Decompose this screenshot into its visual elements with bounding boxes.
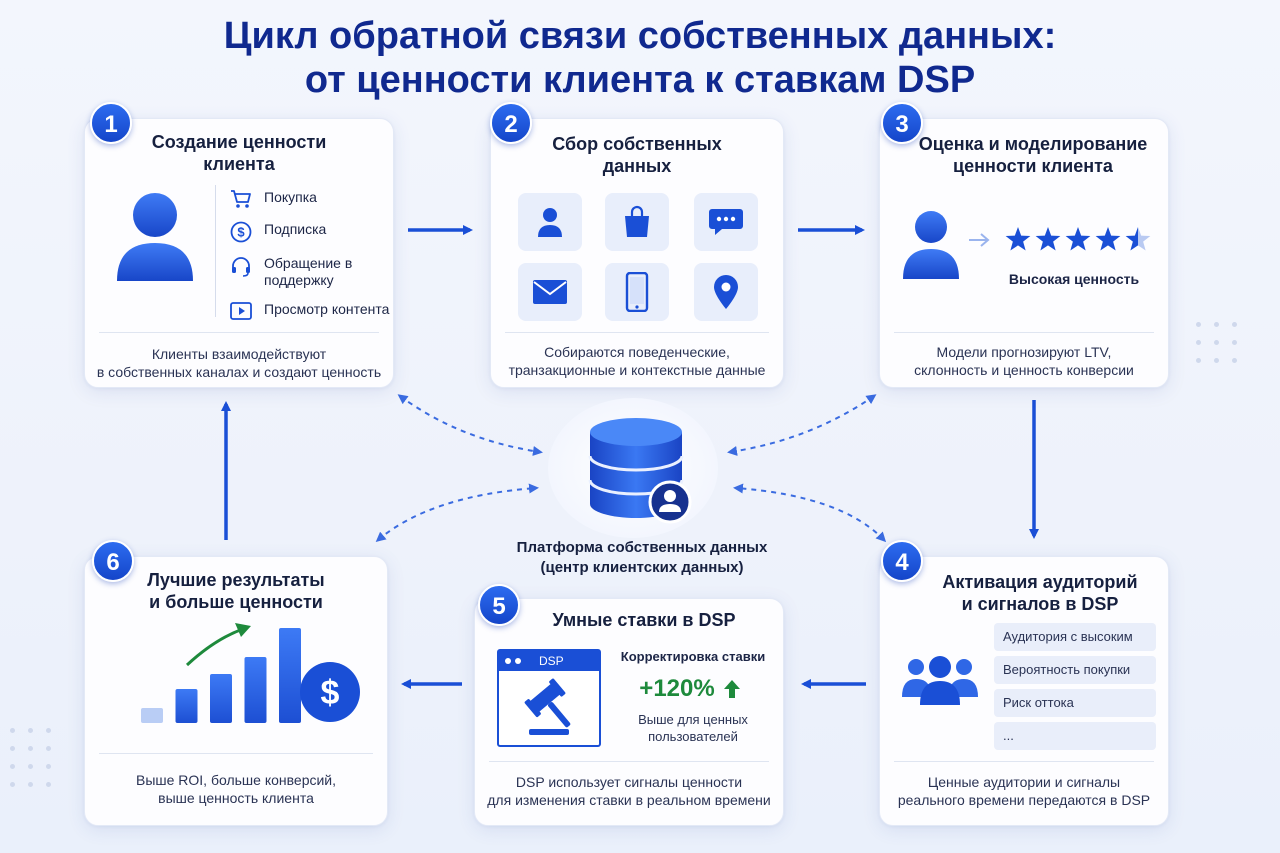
bid-adjust-label: Корректировка ставки bbox=[620, 649, 766, 664]
step-badge-1: 1 bbox=[90, 102, 132, 144]
customer-avatar-icon bbox=[117, 193, 193, 281]
tile-location bbox=[694, 263, 758, 321]
step-2-description: Собираются поведенческие, транзакционные… bbox=[508, 344, 766, 378]
step-card-1: Создание ценности клиента Покупка $ Подп… bbox=[84, 118, 394, 388]
star-icon bbox=[1065, 227, 1091, 251]
title-line-2: от ценности клиента к ставкам DSP bbox=[304, 59, 976, 101]
audience-group-icon bbox=[902, 656, 978, 705]
bid-adjust-value: +120% bbox=[625, 675, 755, 703]
svg-text:$: $ bbox=[237, 225, 245, 240]
chat-icon bbox=[709, 209, 743, 235]
location-pin-icon bbox=[714, 275, 738, 309]
page-title: Цикл обратной связи собственных данных: … bbox=[0, 14, 1280, 102]
user-icon bbox=[538, 208, 562, 237]
step-card-5: Умные ставки в DSP DSP Корректировка ста… bbox=[474, 598, 784, 826]
arrow-up-icon bbox=[723, 680, 740, 698]
hub-link-3 bbox=[727, 394, 877, 456]
tile-bag bbox=[605, 193, 669, 251]
star-icon bbox=[1125, 227, 1151, 251]
step-3-title: Оценка и моделирование ценности клиента bbox=[918, 134, 1148, 176]
cart-icon bbox=[231, 190, 251, 208]
play-icon bbox=[230, 302, 252, 320]
svg-text:$: $ bbox=[321, 674, 340, 712]
step-badge-2: 2 bbox=[490, 102, 532, 144]
step-5-title: Умные ставки в DSP bbox=[552, 610, 736, 630]
dsp-window-label: DSP bbox=[539, 654, 564, 668]
tile-chat bbox=[694, 193, 758, 251]
step-6-description: Выше ROI, больше конверсий, выше ценност… bbox=[135, 772, 337, 806]
tile-phone bbox=[605, 263, 669, 321]
gavel-icon bbox=[524, 678, 571, 735]
tile-user bbox=[518, 193, 582, 251]
hub-link-6 bbox=[375, 483, 539, 542]
rating-label: Высокая ценность bbox=[1008, 271, 1140, 287]
step-3-description: Модели прогнозируют LTV, склонность и це… bbox=[914, 344, 1134, 378]
growth-bar bbox=[244, 657, 267, 723]
smartphone-icon bbox=[625, 272, 649, 312]
database-user-icon bbox=[588, 418, 692, 524]
signal-chip-more: ... bbox=[994, 722, 1156, 750]
step-2-title: Сбор собственных данных bbox=[552, 134, 722, 176]
hub-link-1 bbox=[397, 394, 543, 456]
list-item: Обращение в поддержку bbox=[230, 255, 390, 289]
dollar-circle-icon: $ bbox=[230, 221, 252, 243]
step-card-3: Оценка и моделирование ценности клиента … bbox=[879, 118, 1169, 388]
interaction-list: Покупка $ Подписка Обращение в поддержку… bbox=[230, 189, 390, 333]
dsp-window: DSP bbox=[497, 649, 601, 747]
star-icon bbox=[1035, 227, 1061, 251]
customer-avatar-icon bbox=[903, 211, 959, 279]
decorative-dots-right bbox=[1196, 322, 1246, 372]
hub-link-4 bbox=[733, 483, 887, 543]
shopping-bag-icon bbox=[625, 205, 649, 237]
title-line-1: Цикл обратной связи собственных данных: bbox=[223, 15, 1057, 57]
step-badge-3: 3 bbox=[881, 102, 923, 144]
dollar-coin-icon: $ bbox=[300, 662, 360, 722]
arrow-right-icon bbox=[969, 233, 990, 247]
step-4-description: Ценные аудитории и сигналы реального вре… bbox=[897, 774, 1151, 808]
step-4-title: Активация аудиторий и сигналов в DSP bbox=[942, 572, 1138, 614]
list-item: $ Подписка bbox=[230, 221, 390, 243]
mail-icon bbox=[533, 280, 567, 304]
decorative-dots-left bbox=[10, 728, 60, 798]
step-badge-5: 5 bbox=[478, 584, 520, 626]
growth-bar bbox=[141, 708, 163, 723]
step-1-title: Создание ценности клиента bbox=[151, 132, 327, 174]
step-6-title: Лучшие результаты и больше ценности bbox=[147, 570, 325, 612]
growth-bar bbox=[279, 628, 301, 723]
growth-bar bbox=[210, 674, 232, 723]
step-card-6: Лучшие результаты и больше ценности $ Вы… bbox=[84, 556, 388, 826]
growth-bar-chart bbox=[141, 623, 301, 723]
hub-label: Платформа собственных данных (центр клие… bbox=[516, 539, 768, 576]
growth-bar bbox=[175, 689, 198, 723]
list-item: Покупка bbox=[230, 189, 390, 209]
star-icon bbox=[1095, 227, 1121, 251]
step-badge-4: 4 bbox=[881, 540, 923, 582]
tile-mail bbox=[518, 263, 582, 321]
step-card-2: Сбор собственных данных Собираются повед… bbox=[490, 118, 784, 388]
headset-icon bbox=[232, 257, 250, 277]
signal-chip-high-ltv: Аудитория с высоким LTV bbox=[994, 623, 1156, 672]
step-1-description: Клиенты взаимодействуют в собственных ка… bbox=[96, 346, 382, 380]
signal-chip-purchase-probability: Вероятность покупки bbox=[994, 656, 1156, 684]
star-icon bbox=[1005, 227, 1031, 251]
signal-chip-churn-risk: Риск оттока bbox=[994, 689, 1156, 717]
bid-adjust-note: Выше для ценных пользователей bbox=[638, 712, 748, 744]
list-item: Просмотр контента bbox=[230, 301, 390, 321]
rating-stars bbox=[1005, 227, 1151, 251]
step-badge-6: 6 bbox=[92, 540, 134, 582]
step-card-4: Активация аудиторий и сигналов в DSP Ауд… bbox=[879, 556, 1169, 826]
step-5-description: DSP использует сигналы ценности для изме… bbox=[487, 774, 771, 808]
trend-arrow-icon bbox=[185, 627, 244, 667]
